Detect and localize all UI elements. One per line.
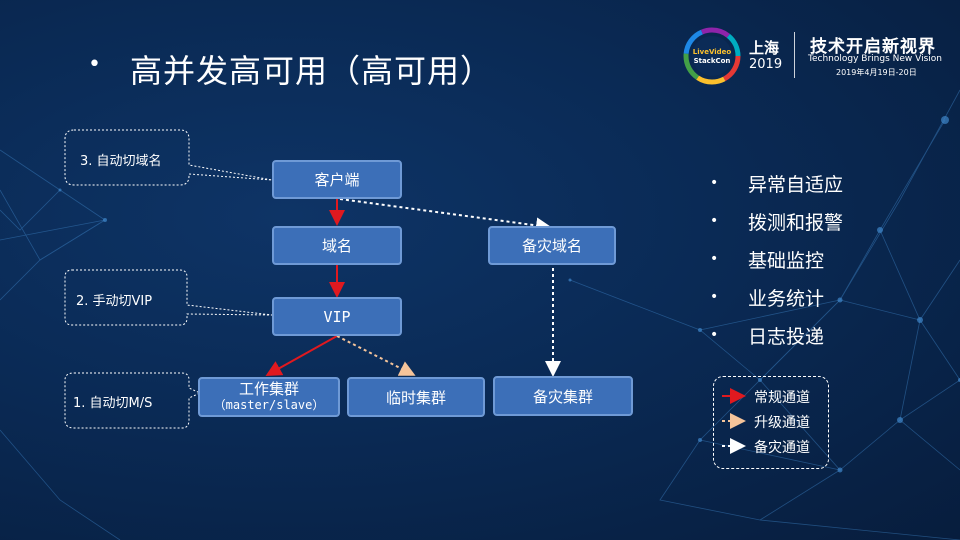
- feature-item: • 基础监控: [710, 240, 843, 278]
- node-backup-domain: 备灾域名: [488, 226, 616, 265]
- feature-item: • 拨测和报警: [710, 202, 843, 240]
- conference-branding: LiveVideo StackCon 上海 2019 技术开启新视界 Techn…: [682, 26, 942, 86]
- feature-label: 业务统计: [748, 287, 825, 310]
- node-domain-label: 域名: [321, 237, 352, 255]
- logo-badge-line2: StackCon: [694, 57, 731, 65]
- bullet-dot-icon: •: [710, 289, 719, 305]
- legend-normal-label: 常规通道: [754, 390, 810, 406]
- callout-manual-vip-label: 2. 手动切VIP: [76, 294, 153, 309]
- feature-label: 基础监控: [748, 249, 825, 272]
- conference-year: 2019: [749, 57, 783, 72]
- feature-item: • 日志投递: [710, 316, 843, 354]
- conference-date: 2019年4月19日-20日: [836, 68, 917, 77]
- bullet-dot-icon: •: [710, 251, 719, 267]
- node-work-cluster: 工作集群 （master/slave）: [198, 377, 340, 417]
- logo-divider: [794, 32, 795, 78]
- node-domain: 域名: [272, 226, 402, 265]
- feature-label: 异常自适应: [748, 173, 844, 196]
- page-title: 高并发高可用（高可用）: [130, 52, 494, 90]
- legend-upgrade-label: 升级通道: [754, 415, 810, 431]
- node-client: 客户端: [272, 160, 402, 199]
- legend-backup-label: 备灾通道: [754, 440, 810, 456]
- callout-auto-domain-label: 3. 自动切域名: [80, 154, 162, 169]
- bullet-dot-icon: •: [710, 213, 719, 229]
- node-temp-cluster: 临时集群: [347, 377, 485, 417]
- feature-list: • 异常自适应 • 拨测和报警 • 基础监控 • 业务统计 • 日志投递: [710, 164, 843, 354]
- edge-vip-work-cluster: [265, 335, 338, 376]
- legend: [713, 376, 829, 469]
- node-backup-cluster-label: 备灾集群: [532, 387, 593, 406]
- logo-badge-line1: LiveVideo: [693, 48, 732, 56]
- node-work-cluster-label: 工作集群: [238, 380, 299, 399]
- edge-client-backup-domain: [339, 198, 552, 234]
- node-backup-domain-label: 备灾域名: [521, 237, 582, 255]
- node-vip: VIP: [272, 297, 402, 336]
- feature-item: • 业务统计: [710, 278, 843, 316]
- feature-item: • 异常自适应: [710, 164, 843, 202]
- callout-auto-ms: [64, 372, 202, 429]
- node-temp-cluster-label: 临时集群: [385, 388, 446, 407]
- bullet-dot-icon: •: [710, 175, 719, 191]
- slogan-english: Technology Brings New Vision: [808, 54, 942, 64]
- node-backup-cluster: 备灾集群: [493, 376, 633, 416]
- callout-auto-ms-label: 1. 自动切M/S: [73, 396, 153, 411]
- node-vip-label: VIP: [323, 307, 351, 326]
- feature-label: 拨测和报警: [748, 211, 844, 234]
- bullet-dot-icon: •: [710, 327, 719, 343]
- callout-auto-domain: [64, 129, 273, 186]
- node-client-label: 客户端: [314, 171, 360, 189]
- conference-logo-icon: LiveVideo StackCon: [683, 27, 741, 85]
- edge-vip-temp-cluster: [336, 335, 416, 376]
- conference-city: 上海: [749, 39, 780, 57]
- callout-manual-vip: [64, 269, 273, 326]
- feature-label: 日志投递: [748, 325, 825, 348]
- slogan-chinese: 技术开启新视界: [810, 37, 936, 57]
- node-work-cluster-sublabel: （master/slave）: [213, 397, 325, 412]
- title-bullet: •: [88, 52, 101, 77]
